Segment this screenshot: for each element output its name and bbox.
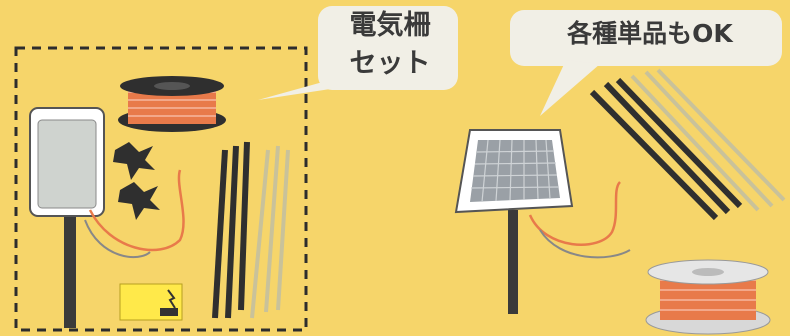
poles-left xyxy=(212,141,290,319)
lead-wire-right-2 xyxy=(539,229,631,259)
callout-set-line1: 電気柵 xyxy=(349,10,431,41)
wire-reel-left xyxy=(118,76,226,132)
wire-reel-right xyxy=(645,259,771,335)
poles-right xyxy=(589,68,786,221)
solar-energizer xyxy=(454,129,574,314)
insulator-clips xyxy=(113,142,160,220)
energizer-box xyxy=(29,107,105,328)
speech-bubble-single xyxy=(510,10,782,116)
speech-bubble-set xyxy=(258,6,458,100)
callout-single-text: 各種単品もOK xyxy=(567,19,733,48)
warning-sign xyxy=(119,283,183,321)
lead-wire-right xyxy=(528,181,622,246)
callout-set-line2: セット xyxy=(349,48,431,79)
set-boundary-dashed xyxy=(14,46,308,332)
lead-wire-left xyxy=(88,169,185,252)
lead-wire-left-2 xyxy=(84,219,151,259)
